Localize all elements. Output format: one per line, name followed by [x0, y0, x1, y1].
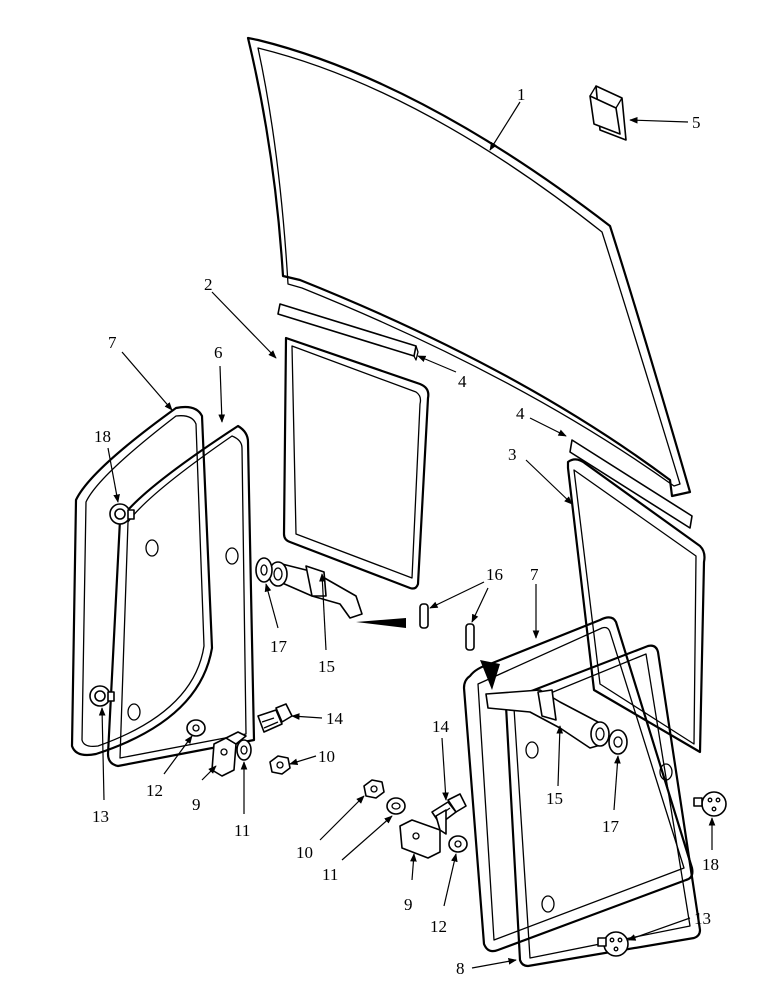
callout-5: 5 — [692, 113, 701, 132]
knob-18-left — [109, 503, 135, 525]
washer-11-right — [386, 797, 406, 815]
callout-11-right: 11 — [322, 865, 338, 884]
callout-8: 8 — [456, 959, 465, 978]
callout-7-left: 7 — [108, 333, 117, 352]
left-door-glass — [106, 424, 256, 768]
callout-17-left: 17 — [270, 637, 288, 656]
callout-7-right: 7 — [530, 565, 539, 584]
leader-lines — [98, 101, 716, 969]
callout-15-upper: 15 — [318, 657, 335, 676]
callout-16: 16 — [486, 565, 503, 584]
callout-14-right: 14 — [432, 717, 450, 736]
pin-16-left — [419, 603, 429, 629]
callout-14-left: 14 — [326, 709, 344, 728]
callout-9-right: 9 — [404, 895, 413, 914]
callout-15-lower: 15 — [546, 789, 563, 808]
callout-17-right: 17 — [602, 817, 620, 836]
callout-18-left: 18 — [94, 427, 111, 446]
left-door-seal — [70, 405, 214, 757]
callout-18-right: 18 — [702, 855, 719, 874]
pin-16-right — [465, 623, 475, 651]
nut-10-left — [269, 755, 291, 775]
bracket-9-left — [211, 731, 247, 777]
windshield-glass — [246, 36, 692, 498]
callout-12-right: 12 — [430, 917, 447, 936]
callout-labels: 1 2 3 4 4 5 6 7 7 8 9 9 10 10 11 11 12 1… — [92, 85, 719, 978]
callout-13-left: 13 — [92, 807, 109, 826]
callout-3: 3 — [508, 445, 517, 464]
callout-11-left: 11 — [234, 821, 250, 840]
hinge-lower — [480, 660, 610, 749]
callout-1: 1 — [517, 85, 526, 104]
bolt-14-left — [257, 703, 293, 733]
rubber-bumper — [589, 85, 627, 141]
callout-4-right: 4 — [516, 404, 525, 423]
washer-17-left — [255, 557, 273, 583]
callout-12-left: 12 — [146, 781, 163, 800]
right-glass-pane — [566, 458, 706, 754]
callout-9-left: 9 — [192, 795, 201, 814]
washer-12-right — [448, 835, 468, 853]
hinge-upper — [268, 561, 406, 628]
callout-4-upper: 4 — [458, 372, 467, 391]
seal-strip-right — [569, 439, 693, 529]
bracket-9-right — [399, 809, 447, 859]
washer-12-left — [186, 719, 206, 737]
knob-18-right — [693, 791, 727, 817]
washer-11-left — [236, 739, 252, 761]
knob-13-right — [597, 931, 629, 957]
callout-10-right: 10 — [296, 843, 313, 862]
callout-13-right: 13 — [694, 909, 711, 928]
seal-strip-upper — [277, 303, 419, 361]
callout-10-left: 10 — [318, 747, 335, 766]
callout-2: 2 — [204, 275, 213, 294]
washer-17-right — [608, 729, 628, 755]
center-glass-pane — [282, 336, 430, 590]
callout-6: 6 — [214, 343, 223, 362]
nut-10-right — [363, 779, 385, 799]
knob-13-left — [89, 685, 115, 707]
